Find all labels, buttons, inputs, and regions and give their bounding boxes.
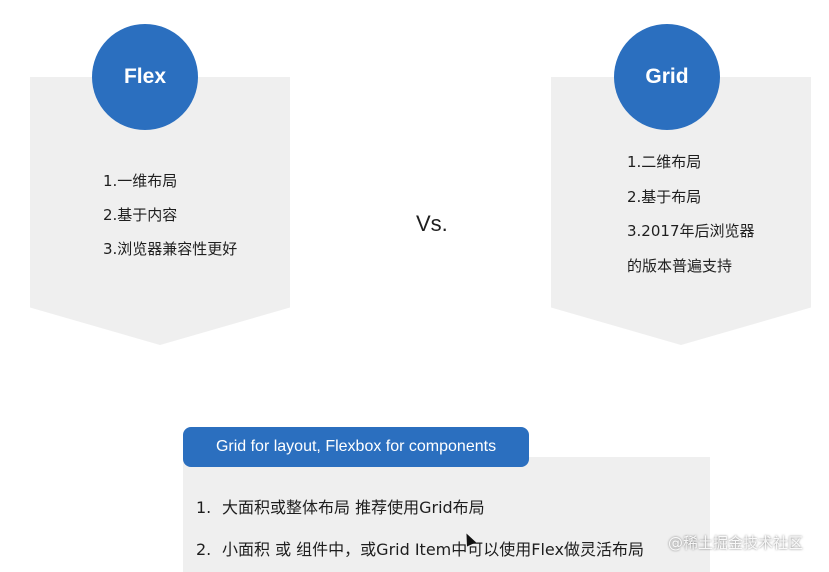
grid-point-2: 2.基于布局 [627,188,702,206]
grid-point-3-continued: 的版本普遍支持 [627,257,733,275]
flex-title-badge: Flex [92,24,198,130]
summary-item-1: 1. 大面积或整体布局 推荐使用Grid布局 [196,494,485,518]
summary-panel [183,457,710,572]
summary-item-2-number: 2. [196,540,212,559]
summary-item-1-text: 大面积或整体布局 推荐使用Grid布局 [222,498,485,517]
flex-point-3: 3.浏览器兼容性更好 [103,240,238,258]
site-watermark: @稀土掘金技术社区 [668,534,804,552]
vs-label: Vs. [416,211,448,236]
summary-heading-tab: Grid for layout, Flexbox for components [183,427,529,467]
flex-point-2: 2.基于内容 [103,206,178,224]
summary-item-1-number: 1. [196,498,212,517]
grid-point-3: 3.2017年后浏览器 [627,222,755,240]
summary-item-2-text: 小面积 或 组件中，或Grid Item中可以使用Flex做灵活布局 [222,540,644,559]
flex-point-1: 1.一维布局 [103,172,178,190]
grid-point-1: 1.二维布局 [627,153,702,171]
summary-item-2: 2. 小面积 或 组件中，或Grid Item中可以使用Flex做灵活布局 [196,536,644,560]
grid-title-badge: Grid [614,24,720,130]
